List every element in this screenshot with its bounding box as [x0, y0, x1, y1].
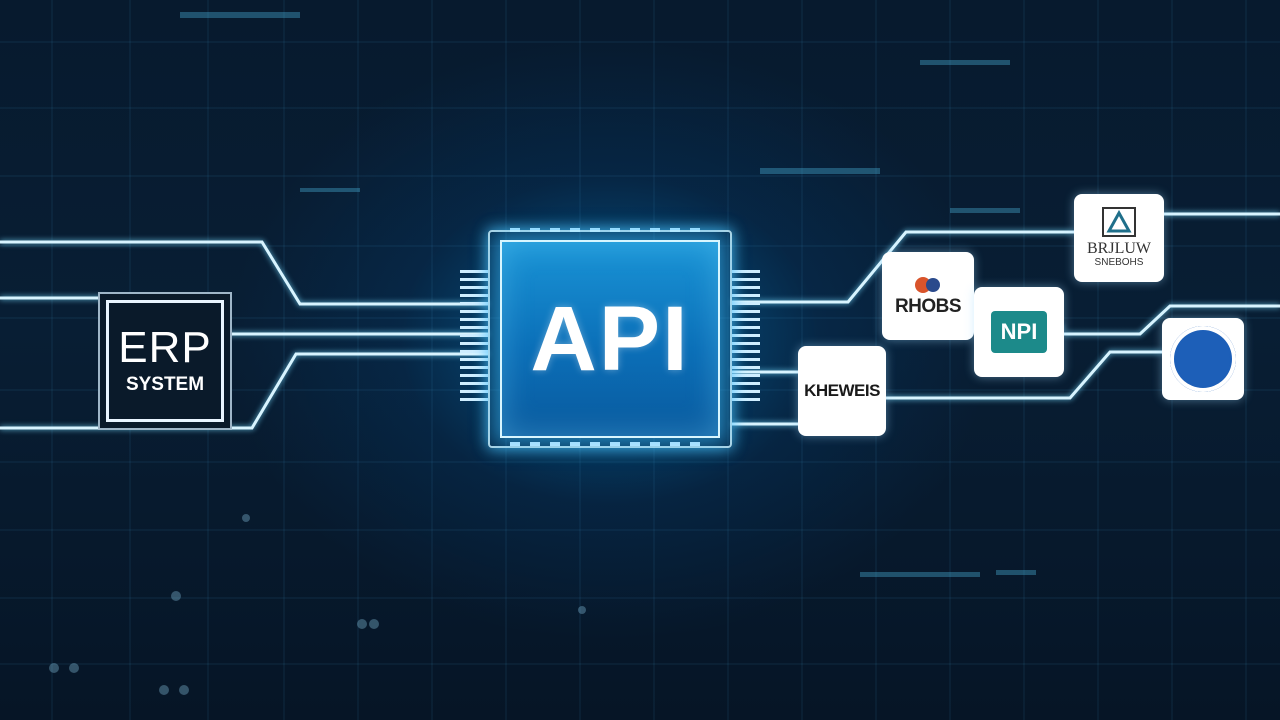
card-d-label: BRJLUW — [1087, 240, 1151, 257]
app-logo-card-c: KHEWEIS — [798, 346, 886, 436]
card-c-label: KHEWEIS — [804, 381, 880, 400]
card-a-label: RHOBS — [894, 296, 962, 317]
app-logo-card-d: BRJLUW SNEBOHS — [1074, 194, 1164, 282]
api-chip: API — [500, 240, 720, 438]
app-logo-card-b: NPI — [974, 287, 1064, 377]
erp-system-chip: ERP SYSTEM — [106, 300, 224, 422]
triangle-logo-icon — [1102, 207, 1136, 237]
api-chip-pins-bottom — [510, 442, 700, 446]
circle-logo-icon — [1170, 326, 1236, 392]
erp-subtitle: SYSTEM — [125, 374, 205, 395]
api-chip-frame — [488, 230, 732, 448]
logo-mark-icon — [915, 277, 940, 293]
app-logo-card-e — [1162, 318, 1244, 400]
erp-title: ERP — [118, 323, 212, 372]
api-chip-pins-left — [460, 270, 488, 401]
app-logo-card-a: RHOBS — [882, 252, 974, 340]
npi-logo: NPI — [991, 311, 1047, 353]
api-chip-pins-right — [732, 270, 760, 401]
card-b-label: NPI — [1000, 319, 1038, 344]
api-label: API — [530, 288, 690, 390]
card-d-sublabel: SNEBOHS — [1094, 257, 1144, 268]
